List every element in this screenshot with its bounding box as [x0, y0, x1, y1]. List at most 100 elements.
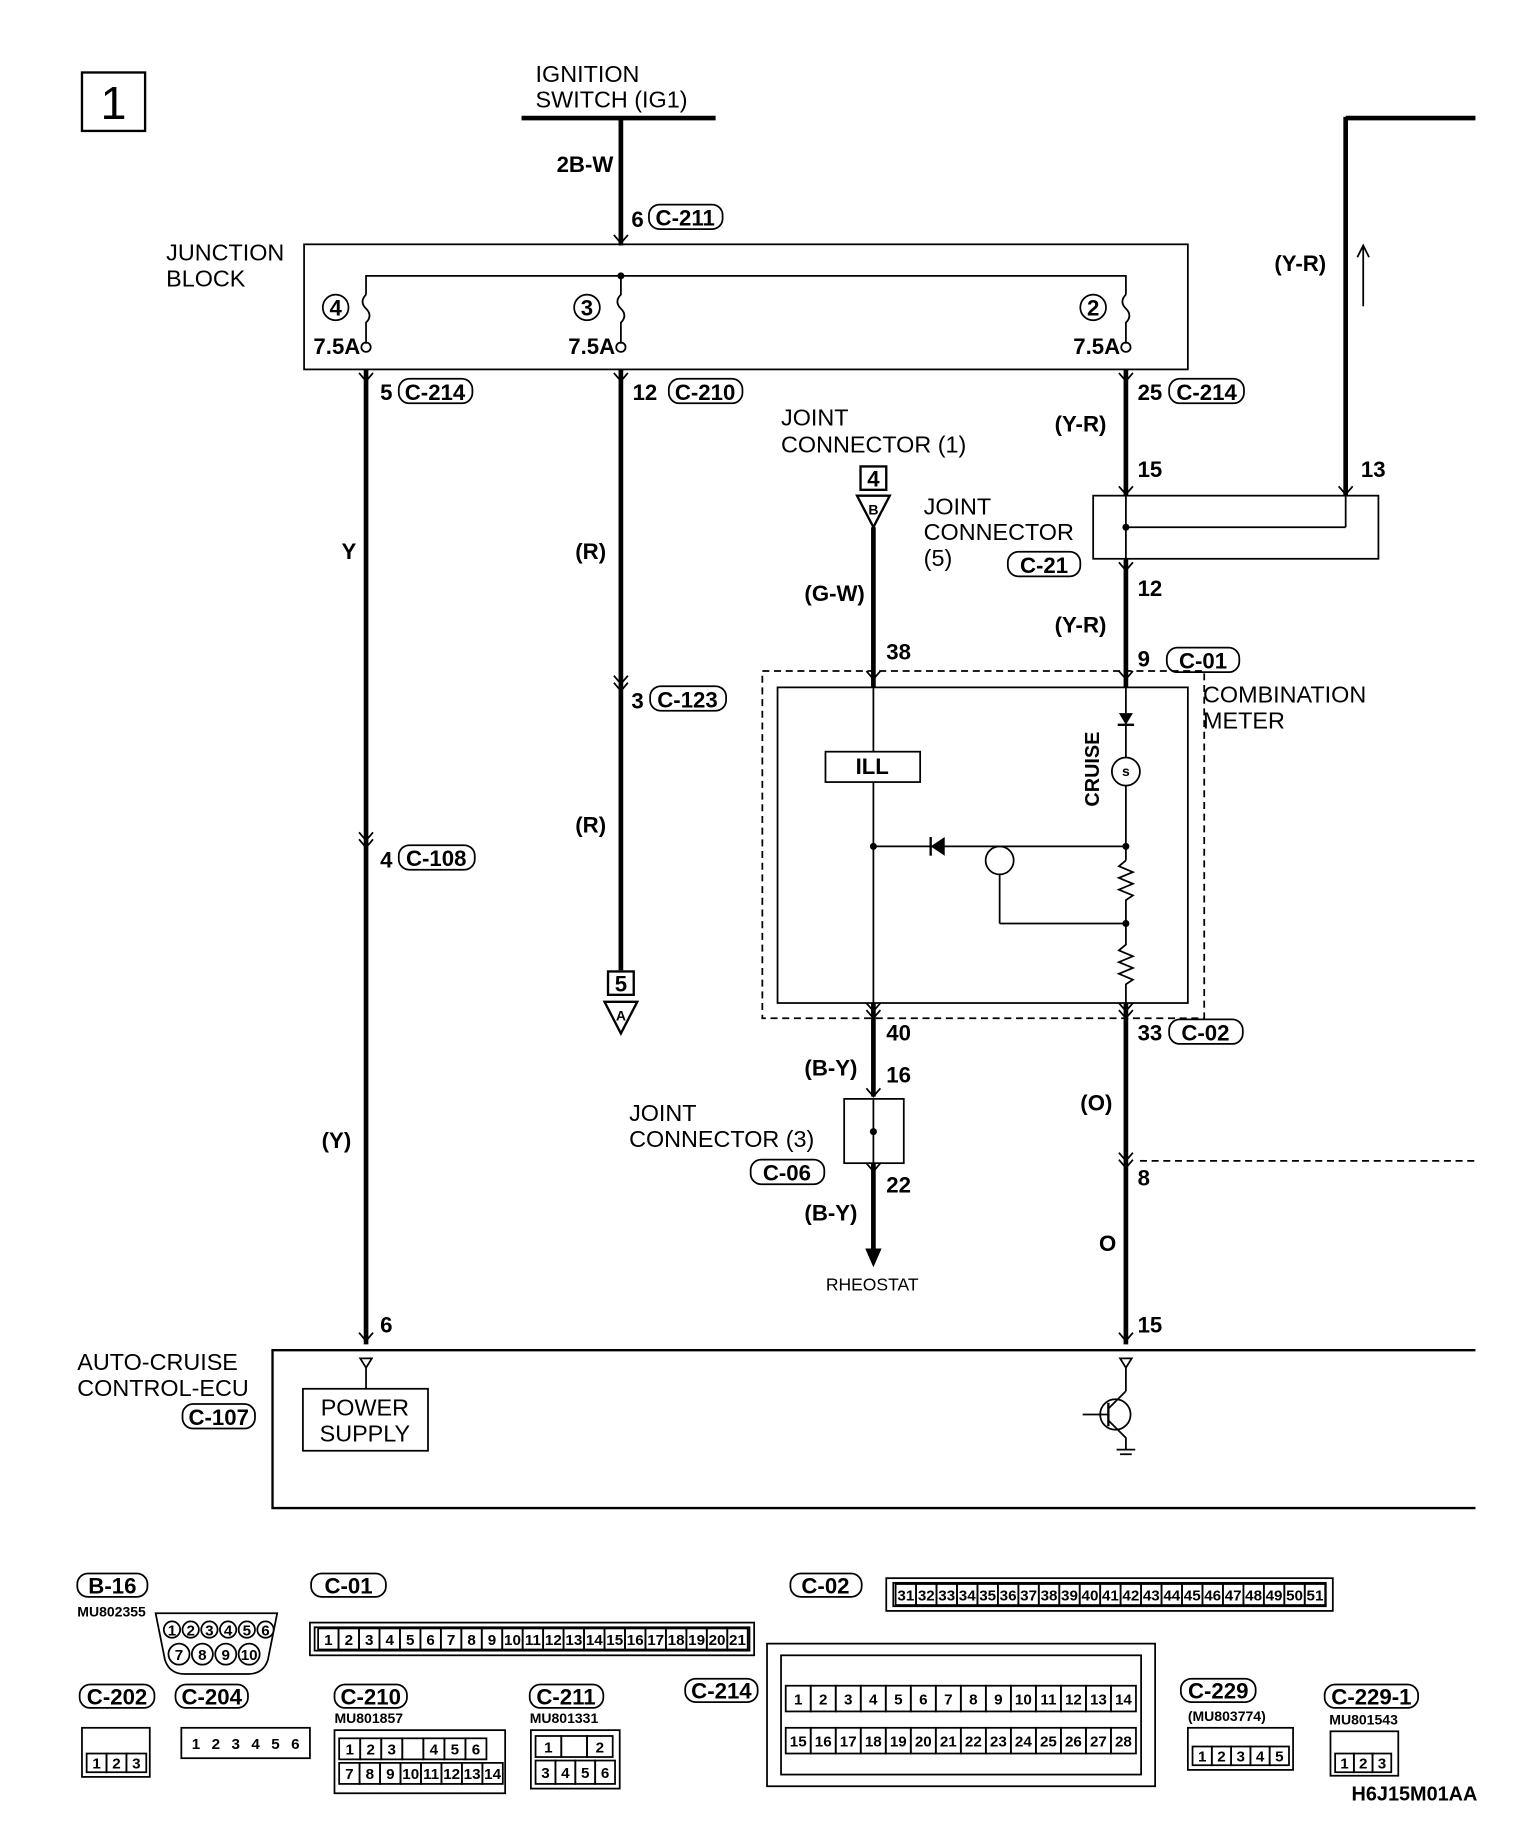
fuse-2-number: 2: [1087, 296, 1099, 321]
c229-1-pin: 3: [1378, 1756, 1386, 1773]
c01-pin: 20: [709, 1632, 726, 1649]
svg-text:C-108: C-108: [406, 846, 466, 871]
joint-connector-3-label-2: CONNECTOR (3): [629, 1126, 814, 1152]
conn-view-c204-label: C-204: [181, 1684, 242, 1709]
c214-pin: 26: [1065, 1734, 1082, 1751]
ignition-switch-label: IGNITION: [536, 61, 640, 87]
c01-pin: 12: [545, 1632, 562, 1649]
c214-pin: 17: [840, 1734, 857, 1751]
c02-pin: 34: [959, 1587, 976, 1604]
combination-meter-label-2: METER: [1203, 707, 1285, 733]
rheostat-label: RHEOSTAT: [826, 1275, 919, 1295]
c214-pin: 14: [1115, 1691, 1132, 1708]
pin-branch-8: 8: [1138, 1165, 1150, 1190]
c202-pin: 2: [112, 1756, 120, 1773]
c214-pin: 18: [865, 1734, 882, 1751]
c211-pin: 2: [596, 1739, 604, 1756]
c229-1-pin: 1: [1340, 1756, 1349, 1773]
joint-connector-5: JOINT CONNECTOR (5) C-21: [924, 493, 1380, 578]
c214-pin: 15: [790, 1734, 807, 1751]
junction-block: JUNCTION BLOCK 4 7.5A 3 7.5A 2 7.5A: [166, 234, 1189, 382]
c210-pin: 14: [484, 1766, 501, 1783]
joint-connector-1-label: JOINT: [781, 405, 849, 431]
connector-tag-c107: C-107: [189, 1405, 249, 1430]
b16-pin: 10: [241, 1647, 258, 1664]
c02-pin: 44: [1163, 1587, 1180, 1604]
conn-view-c02-label: C-02: [801, 1573, 849, 1598]
pin-meter-out: 33: [1138, 1020, 1163, 1045]
conn-view-b16-part: MU802355: [77, 1604, 146, 1620]
b16-pin: 8: [198, 1647, 206, 1664]
auto-cruise-control-ecu: AUTO-CRUISE CONTROL-ECU C-107 POWER SUPP…: [77, 1349, 1476, 1510]
svg-text:s: s: [1122, 763, 1130, 779]
joint-connector-3-label: JOINT: [629, 1100, 697, 1126]
svg-text:B: B: [868, 501, 878, 517]
conn-view-c229-1-part: MU801543: [1329, 1711, 1398, 1727]
b16-pin: 3: [205, 1622, 213, 1639]
c02-pin: 31: [897, 1587, 914, 1604]
c210-pin: 7: [345, 1766, 353, 1783]
c229-pin: 3: [1237, 1749, 1245, 1766]
c229-pin: 1: [1198, 1749, 1207, 1766]
svg-text:C-214: C-214: [405, 380, 466, 405]
wire-color-fuse3-upper: (R): [575, 539, 606, 564]
fuse-3-number: 3: [581, 296, 593, 321]
c01-pin: 5: [406, 1632, 415, 1649]
c01-pin: 14: [586, 1632, 603, 1649]
c02-pin: 50: [1286, 1587, 1303, 1604]
power-supply-label: POWER: [321, 1395, 409, 1421]
c204-pin: 2: [212, 1736, 220, 1753]
c01-pin: 16: [627, 1632, 644, 1649]
c01-pin: 9: [488, 1632, 496, 1649]
combination-meter-label: COMBINATION: [1203, 682, 1366, 708]
c02-pin: 40: [1082, 1587, 1099, 1604]
c214-pin: 10: [1015, 1691, 1032, 1708]
wire-color-meter-to-ecu-lower: O: [1099, 1231, 1116, 1256]
c02-pin: 49: [1266, 1587, 1283, 1604]
c210-pin: 3: [388, 1742, 396, 1759]
connector-tag-c06: C-06: [763, 1161, 811, 1186]
pin-jc5-out: 12: [1138, 576, 1163, 601]
c02-pin: 36: [1000, 1587, 1017, 1604]
conn-view-c211-part: MU801331: [530, 1710, 599, 1726]
svg-text:5: 5: [615, 971, 627, 996]
c210-pin: 9: [386, 1766, 394, 1783]
joint-connector-5-label-3: (5): [924, 545, 953, 571]
ecu-label: AUTO-CRUISE: [77, 1349, 238, 1375]
c01-pin: 17: [647, 1632, 664, 1649]
ignition-switch-label-2: SWITCH (IG1): [536, 87, 688, 113]
svg-text:4: 4: [867, 466, 880, 491]
wire-color-jc3-to-rheostat: (B-Y): [804, 1200, 857, 1225]
joint-connector-3: JOINT CONNECTOR (3) C-06: [629, 1097, 905, 1186]
wire-color-meter-to-jc3: (B-Y): [804, 1055, 857, 1080]
c02-pin: 48: [1245, 1587, 1262, 1604]
c204-pin: 4: [251, 1736, 260, 1753]
c02-pin: 41: [1102, 1587, 1119, 1604]
c01-pin: 11: [525, 1632, 542, 1649]
connector-tag-c210: C-210: [667, 377, 744, 405]
b16-pin: 2: [186, 1622, 194, 1639]
b16-pin: 1: [168, 1622, 177, 1639]
connector-tag-c02: C-02: [1168, 1018, 1244, 1045]
c229-pin: 2: [1217, 1749, 1225, 1766]
c01-pin: 13: [565, 1632, 582, 1649]
connector-tag-c211: C-211: [648, 203, 724, 231]
c01-pin: 19: [688, 1632, 705, 1649]
c02-pin: 37: [1020, 1587, 1037, 1604]
b16-pin: 6: [261, 1622, 269, 1639]
c02-pin: 33: [938, 1587, 955, 1604]
c01-pin: 1: [324, 1632, 333, 1649]
c214-pin: 3: [844, 1691, 852, 1708]
page-number-box: 1: [80, 71, 147, 133]
c210-pin: 10: [402, 1766, 419, 1783]
c214-pin: 2: [819, 1691, 827, 1708]
c214-pin: 19: [890, 1734, 907, 1751]
conn-view-c214-label: C-214: [691, 1679, 752, 1704]
c214-pin: 25: [1040, 1734, 1057, 1751]
wire-color-meter-to-ecu-upper: (O): [1080, 1091, 1112, 1116]
conn-view-b16-label: B-16: [88, 1573, 136, 1598]
c01-pin: 2: [345, 1632, 353, 1649]
c214-pin: 4: [869, 1691, 878, 1708]
junction-block-label: JUNCTION: [166, 240, 284, 266]
